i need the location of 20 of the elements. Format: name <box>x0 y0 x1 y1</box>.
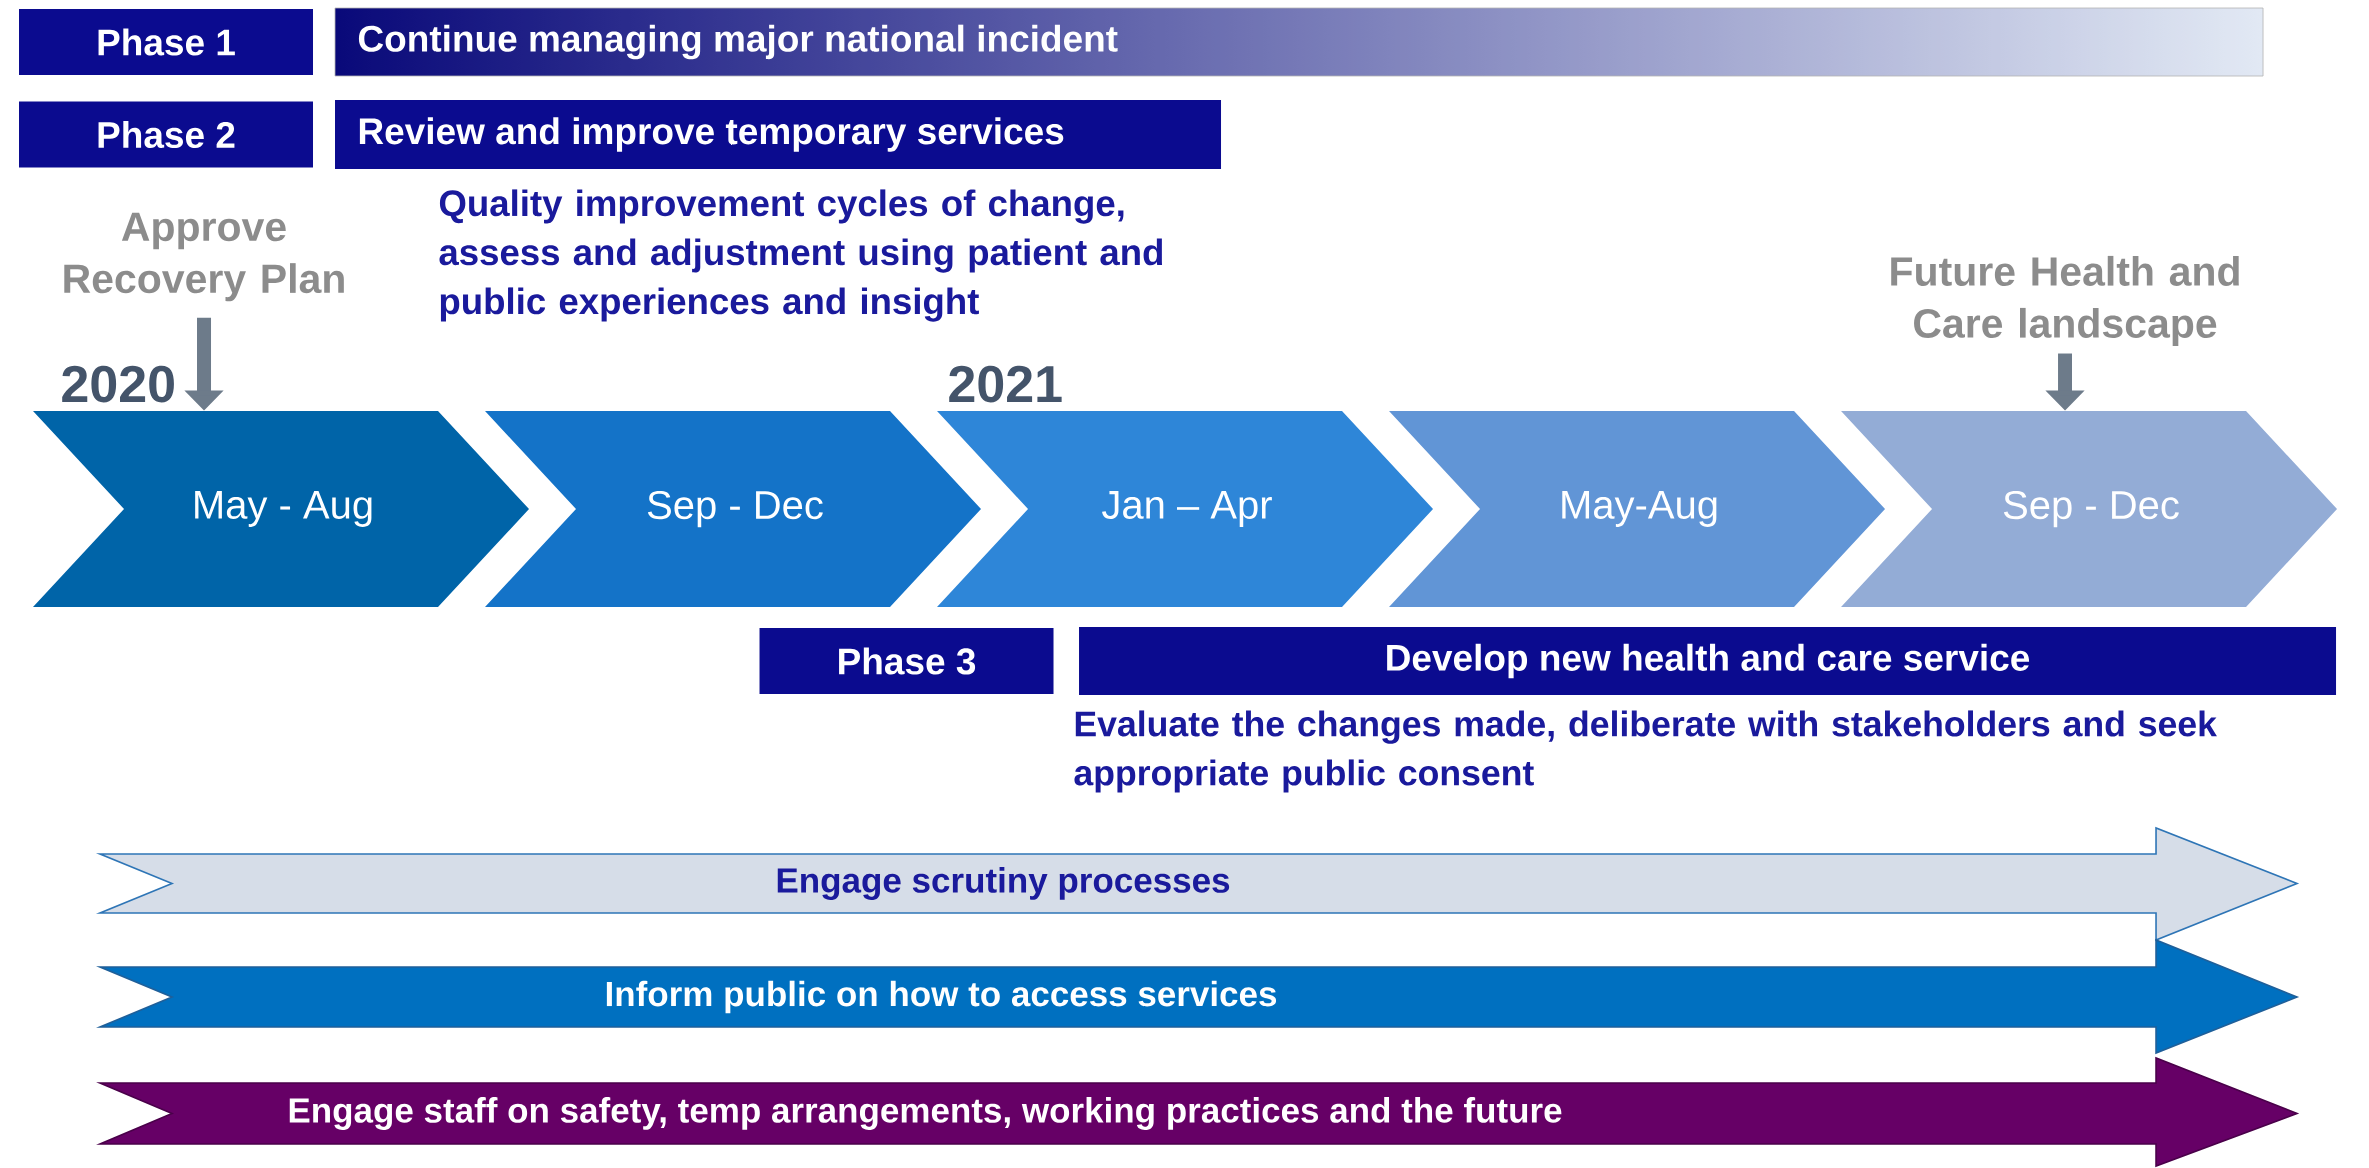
note-text: Quality improvement cycles of change, assess and adjustment using patient and public experiences and insight <box>439 189 1163 322</box>
process-band: Engage scrutiny processes <box>95 826 2300 942</box>
timeline-step: Sep - Dec <box>485 411 981 607</box>
timeline-step: May-Aug <box>1389 411 1886 607</box>
milestone-text: Approve Recovery Plan <box>64 212 344 302</box>
phase-box: Phase 1 <box>17 7 315 77</box>
timeline-step: Jan – Apr <box>937 411 1433 607</box>
process-band: Engage staff on safety, temp arrangements, working practices and the future <box>96 1056 2300 1168</box>
timeline-step: Sep - Dec <box>1841 411 2338 607</box>
year-label: 2020 <box>62 365 174 403</box>
phase-box: Phase 2 <box>17 99 315 170</box>
banner-bar: Develop new health and care service <box>1079 627 2337 695</box>
banner-bar: Review and improve temporary services <box>335 100 1221 169</box>
banner-bar: Continue managing major national incident <box>334 7 2264 77</box>
phase-box: Phase 3 <box>757 626 1056 696</box>
milestone-text: Future Health and Care landscape <box>1891 255 2239 347</box>
year-label: 2021 <box>949 365 1062 403</box>
process-band: Inform public on how to access services <box>96 938 2300 1055</box>
note-text: Evaluate the changes made, deliberate with stakeholders and seek appropriate public consent <box>1074 710 2217 793</box>
timeline-step: May - Aug <box>33 411 529 607</box>
